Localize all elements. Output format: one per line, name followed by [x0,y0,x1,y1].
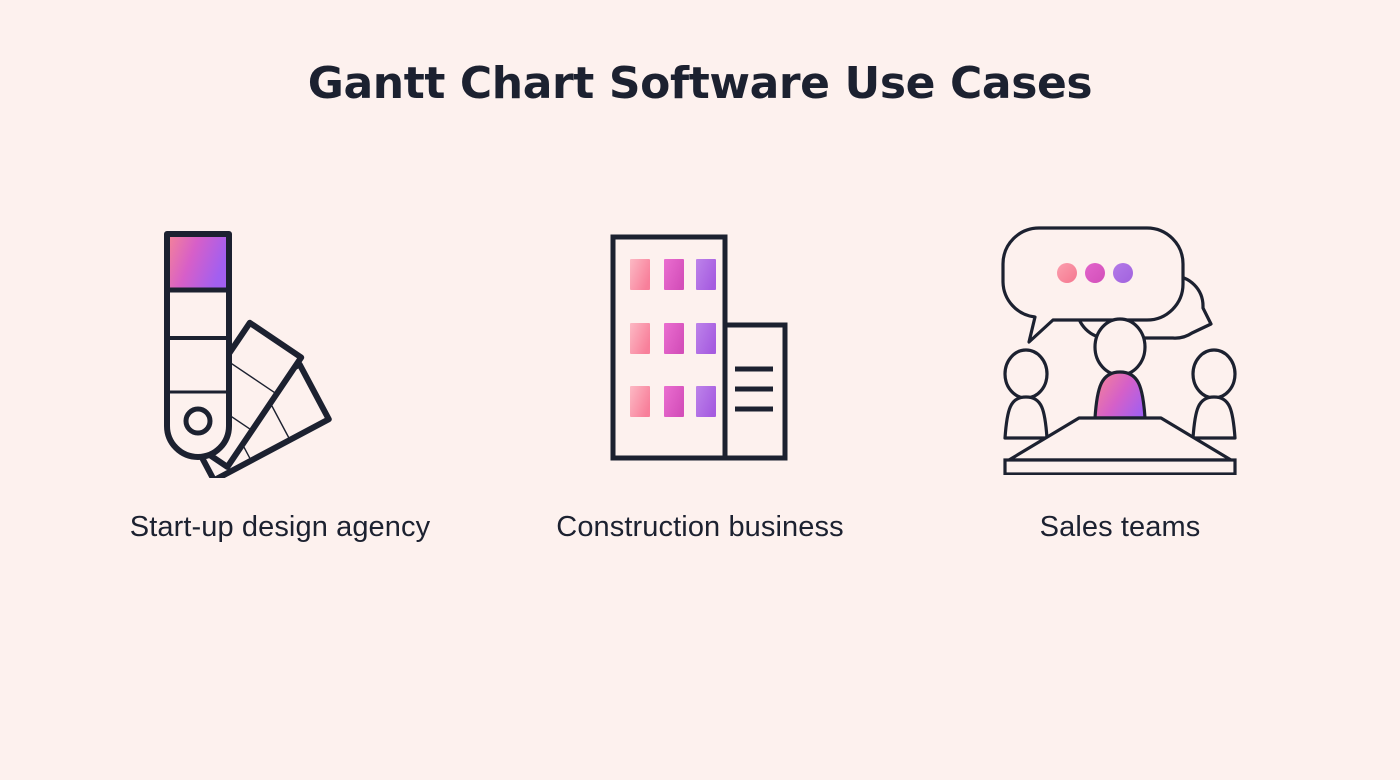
color-swatch-fan-icon [164,230,332,478]
use-case-label-construction-business: Construction business [556,511,844,543]
office-building-icon [610,234,788,460]
building-annex [718,322,788,460]
bubble-dot [1057,263,1077,283]
person-center-body [1093,370,1147,420]
person-right [1191,348,1237,440]
bubble-dot [1113,263,1133,283]
building-window [630,258,650,290]
building-window [664,385,684,417]
meeting-table [1003,416,1237,475]
building-window [664,322,684,354]
person-left [1003,348,1049,440]
illustration-start-up-design-agency [130,215,430,480]
bubble-dot [1085,263,1105,283]
person-center [1093,317,1147,420]
building-window [696,385,716,417]
use-case-label-sales-teams: Sales teams [1039,511,1201,543]
use-case-card-construction-business: Construction business [490,215,910,547]
use-case-card-start-up-design-agency: Start-up design agency [70,215,490,547]
swatch-hole-icon [183,406,213,435]
swatch-front-card [164,230,232,460]
meeting-team-icon [1001,226,1237,475]
page-title: Gantt Chart Software Use Cases [307,58,1093,109]
use-case-label-start-up-design-agency: Start-up design agency [129,511,431,543]
swatch-gradient-chip [170,236,226,290]
building-tower [610,234,728,460]
speech-bubble-main [1001,226,1185,344]
building-window [630,385,650,417]
illustration-construction-business [550,215,850,480]
illustration-sales-teams [970,215,1270,480]
building-window [696,322,716,354]
building-window [630,322,650,354]
building-window [696,258,716,290]
use-case-card-sales-teams: Sales teams [910,215,1330,547]
use-case-card-list: Start-up design agency [70,215,1330,547]
building-window [664,258,684,290]
